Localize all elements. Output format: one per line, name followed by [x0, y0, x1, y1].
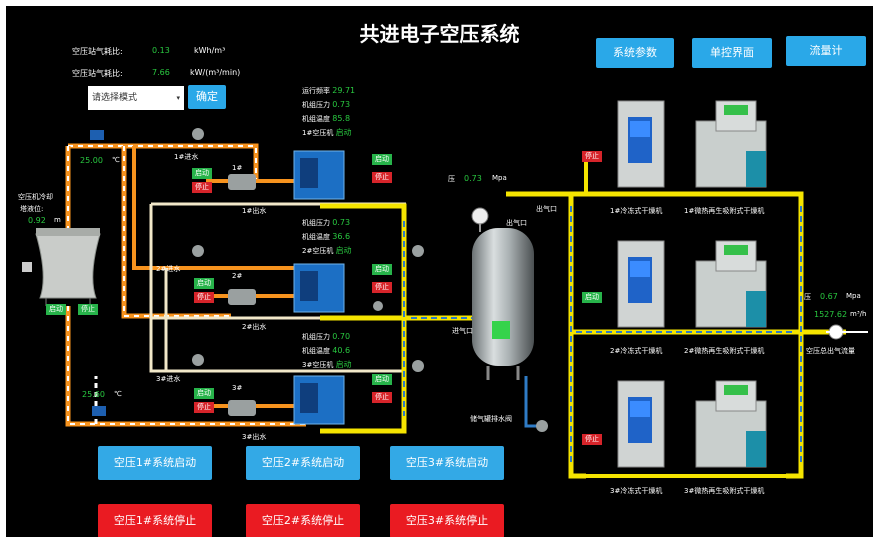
outlet-pressure-label: 压	[804, 293, 811, 301]
cooling-water-pipes	[65, 143, 406, 427]
outlet-flow-value: 1527.62	[814, 310, 848, 319]
compressor1-params: 运行频率 29.71 机组压力 0.73 机组温度 85.8 1#空压机 启动	[302, 86, 356, 137]
dryer-units	[617, 100, 767, 468]
inlet-valve-label-1: 1#进水	[174, 153, 199, 161]
tank-inlet-label: 进气口	[452, 327, 473, 335]
cooling-tower-level-unit: m	[54, 216, 61, 224]
pump3-stop-button[interactable]: 停止	[194, 402, 214, 413]
tank-pressure-unit: Mpa	[492, 174, 507, 182]
cooling-tower-start-button[interactable]: 启动	[46, 304, 66, 315]
pump-label-2: 2#	[232, 272, 243, 280]
outlet-meter-label: 空压总出气流量	[806, 347, 855, 355]
temp-sensor-icon	[92, 406, 106, 416]
inlet-valve-label-2: 2#进水	[156, 265, 181, 273]
temp-sensor-icon	[90, 130, 104, 140]
dryer1-adsorb-label: 1#微热再生吸附式干燥机	[684, 207, 765, 215]
tank-outlet-label-2: 出气口	[536, 205, 557, 213]
system3-stop-button[interactable]: 空压3#系统停止	[390, 504, 504, 537]
dryer2-cold-label: 2#冷冻式干燥机	[610, 347, 663, 355]
system1-stop-button[interactable]: 空压1#系统停止	[98, 504, 212, 537]
pump1-stop-button[interactable]: 停止	[192, 182, 212, 193]
compressor-units	[293, 150, 345, 425]
compressor3-params: 机组压力 0.70 机组温度 40.6 3#空压机 启动	[302, 332, 352, 369]
compressor1-start-button[interactable]: 启动	[372, 154, 392, 165]
valves	[192, 128, 548, 432]
water-pumps	[228, 174, 256, 416]
compressor2-stop-button[interactable]: 停止	[372, 282, 392, 293]
tank-pressure-value: 0.73	[464, 174, 482, 183]
ratio-unit-1: kWh/m³	[194, 46, 226, 55]
pump2-start-button[interactable]: 启动	[194, 278, 214, 289]
system2-stop-button[interactable]: 空压2#系统停止	[246, 504, 360, 537]
air-pipes	[320, 156, 846, 479]
return-temp-value: 25.60	[82, 390, 105, 399]
outlet-flow-unit: m³/h	[850, 310, 867, 318]
ratio-unit-2: kW/(m³/min)	[190, 68, 241, 77]
system1-start-button[interactable]: 空压1#系统启动	[98, 446, 212, 480]
cooling-tower-stop-button[interactable]: 停止	[78, 304, 98, 315]
mode-select-value: 请选择模式	[92, 93, 138, 103]
dryer1-cold-label: 1#冷冻式干燥机	[610, 207, 663, 215]
outlet-pressure-value: 0.67	[820, 292, 838, 301]
supply-temp-unit: ℃	[112, 156, 120, 164]
system3-start-button[interactable]: 空压3#系统启动	[390, 446, 504, 480]
scada-screen: 共进电子空压系统 系统参数 单控界面 流量计 空压站气耗比: 0.13 kWh/…	[6, 6, 873, 537]
process-diagram	[22, 100, 868, 479]
pump2-stop-button[interactable]: 停止	[194, 292, 214, 303]
pump1-start-button[interactable]: 启动	[192, 168, 212, 179]
supply-temp-value: 25.00	[80, 156, 103, 165]
mode-select[interactable]: 请选择模式 ▾	[88, 86, 184, 110]
dryer3-adsorb-label: 3#微热再生吸附式干燥机	[684, 487, 765, 495]
system-params-button[interactable]: 系统参数	[596, 38, 674, 68]
chevron-down-icon: ▾	[176, 94, 180, 102]
dryer2-status-badge[interactable]: 启动	[582, 292, 602, 303]
dryer1-status-badge[interactable]: 停止	[582, 151, 602, 162]
single-control-button[interactable]: 单控界面	[692, 38, 772, 68]
return-temp-unit: ℃	[114, 390, 122, 398]
outlet-valve-label-2: 2#出水	[242, 323, 267, 331]
cooling-tower-level-value: 0.92	[28, 216, 46, 225]
ratio-value-1: 0.13	[152, 46, 170, 55]
outlet-valve-label-3: 3#出水	[242, 433, 267, 441]
compressor3-start-button[interactable]: 启动	[372, 374, 392, 385]
ratio-label-1: 空压站气耗比:	[72, 47, 123, 56]
air-tank	[471, 207, 534, 380]
page-title: 共进电子空压系统	[359, 22, 520, 46]
flow-meter-button[interactable]: 流量计	[786, 36, 866, 66]
pump-label-3: 3#	[232, 384, 243, 392]
cooling-tower-level-label: 塔液位:	[20, 205, 44, 213]
compressor2-start-button[interactable]: 启动	[372, 264, 392, 275]
tank-drain-label: 储气罐排水阀	[470, 415, 512, 423]
ratio-value-2: 7.66	[152, 68, 170, 77]
pump-label-1: 1#	[232, 164, 243, 172]
dryer2-adsorb-label: 2#微热再生吸附式干燥机	[684, 347, 765, 355]
dryer3-status-badge[interactable]: 停止	[582, 434, 602, 445]
outlet-pressure-unit: Mpa	[846, 292, 861, 300]
compressor3-stop-button[interactable]: 停止	[372, 392, 392, 403]
inlet-valve-label-3: 3#进水	[156, 375, 181, 383]
tank-pressure-label: 压	[448, 175, 455, 183]
pump3-start-button[interactable]: 启动	[194, 388, 214, 399]
outlet-valve-label-1: 1#出水	[242, 207, 267, 215]
ratio-label-2: 空压站气耗比:	[72, 69, 123, 78]
compressor1-stop-button[interactable]: 停止	[372, 172, 392, 183]
mode-confirm-button[interactable]: 确定	[188, 85, 226, 109]
system2-start-button[interactable]: 空压2#系统启动	[246, 446, 360, 480]
cooling-tower	[22, 228, 101, 306]
cooling-tower-label: 空压机冷却	[18, 193, 53, 201]
tank-outlet-label: 出气口	[506, 219, 527, 227]
compressor2-params: 机组压力 0.73 机组温度 36.6 2#空压机 启动	[302, 218, 352, 255]
dryer3-cold-label: 3#冷冻式干燥机	[610, 487, 663, 495]
